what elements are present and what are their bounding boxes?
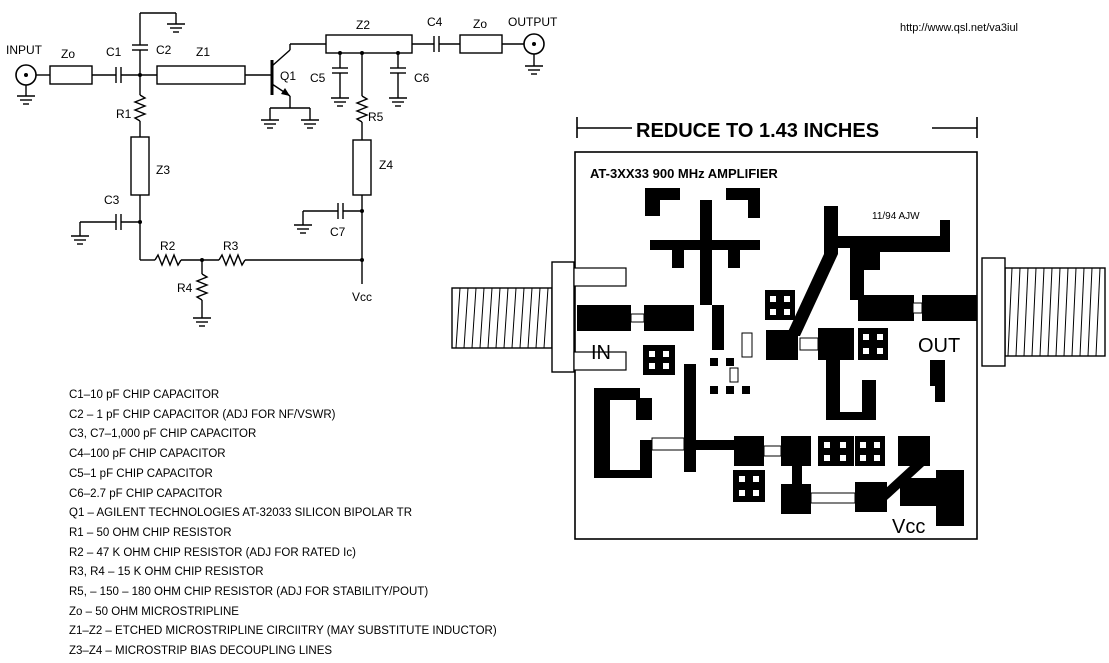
q1-label: Q1 — [280, 69, 296, 83]
parts-list-item: R2 – 47 K OHM CHIP RESISTOR (ADJ FOR RAT… — [69, 546, 356, 559]
output-label: OUTPUT — [508, 15, 558, 29]
zo-output-line — [459, 34, 503, 54]
reduce-note: REDUCE TO 1.43 INCHES — [636, 120, 879, 142]
parts-list-item: C4–100 pF CHIP CAPACITOR — [69, 448, 226, 461]
z3-line — [130, 136, 150, 196]
parts-list-item: R5, – 150 – 180 OHM CHIP RESISTOR (ADJ F… — [69, 586, 429, 599]
r5-label: R5 — [368, 110, 384, 124]
r1-label: R1 — [116, 107, 132, 121]
schematic: INPUT Zo C1 C2 Z1 — [6, 12, 558, 327]
capacitor-c4 — [433, 36, 440, 52]
copper-traces — [577, 188, 977, 526]
z1-line — [156, 65, 246, 85]
r3-label: R3 — [223, 239, 239, 253]
output-connector — [523, 33, 545, 75]
zo-input-label: Zo — [61, 47, 75, 61]
resistor-r5 — [355, 95, 369, 123]
parts-list-item: Q1 – AGILENT TECHNOLOGIES AT-32033 SILIC… — [69, 507, 413, 520]
pcb-title: AT-3XX33 900 MHz AMPLIFIER — [590, 166, 778, 181]
resistor-r1 — [133, 94, 147, 122]
zo-input-line — [49, 65, 93, 85]
c4-label: C4 — [427, 15, 443, 29]
pcb-layout: REDUCE TO 1.43 INCHES AT-3XX33 900 MHz A… — [451, 117, 1106, 540]
parts-list-item: Z1–Z2 – ETCHED MICROSTRIPLINE CIRCIITRY … — [69, 625, 497, 638]
pcb-out-label: OUT — [918, 335, 960, 357]
vcc-label: Vcc — [352, 290, 372, 304]
c1-label: C1 — [106, 45, 122, 59]
parts-list-item: C2 – 1 pF CHIP CAPACITOR (ADJ FOR NF/VSW… — [69, 408, 336, 421]
small-vias — [710, 358, 750, 394]
z2-line — [325, 34, 413, 54]
capacitor-c3 — [115, 214, 122, 230]
parts-list-item: R3, R4 – 15 K OHM CHIP RESISTOR — [69, 566, 264, 579]
capacitor-c2 — [132, 44, 148, 51]
capacitor-c1 — [115, 67, 122, 83]
r4-label: R4 — [177, 281, 193, 295]
zo-output-label: Zo — [473, 17, 487, 31]
parts-list-item: C6–2.7 pF CHIP CAPACITOR — [69, 487, 223, 500]
capacitor-c5 — [332, 67, 348, 74]
input-connector — [15, 64, 37, 105]
z4-label: Z4 — [379, 158, 393, 172]
parts-list-item: C1–10 pF CHIP CAPACITOR — [69, 389, 220, 401]
resistor-r2 — [154, 253, 182, 267]
c3-label: C3 — [104, 193, 120, 207]
parts-list: C1–10 pF CHIP CAPACITOR C2 – 1 pF CHIP C… — [69, 386, 497, 662]
pcb-date: 11/94 AJW — [872, 211, 920, 222]
parts-list-item: C5–1 pF CHIP CAPACITOR — [69, 467, 213, 480]
capacitor-c7 — [337, 203, 344, 219]
z2-label: Z2 — [356, 18, 370, 32]
c2-label: C2 — [156, 43, 172, 57]
parts-list-item: Zo – 50 OHM MICROSTRIPLINE — [69, 605, 239, 618]
input-label: INPUT — [6, 43, 43, 57]
transistor-q1 — [270, 49, 291, 97]
c5-label: C5 — [310, 71, 326, 85]
capacitor-c6 — [390, 67, 406, 74]
r2-label: R2 — [160, 239, 176, 253]
pcb-in-label: IN — [591, 342, 611, 364]
z3-label: Z3 — [156, 163, 170, 177]
resistor-r3 — [218, 253, 246, 267]
parts-list-item: C3, C7–1,000 pF CHIP CAPACITOR — [69, 428, 257, 441]
source-url: http://www.qsl.net/va3iul — [900, 22, 1019, 34]
z1-label: Z1 — [196, 45, 210, 59]
output-sma-connector — [981, 257, 1106, 367]
parts-list-item: R1 – 50 OHM CHIP RESISTOR — [69, 526, 232, 539]
parts-list-item: Z3–Z4 – MICROSTRIP BIAS DECOUPLING LINES — [69, 645, 333, 658]
c6-label: C6 — [414, 71, 430, 85]
pcb-vcc-label: Vcc — [892, 516, 925, 538]
resistor-r4 — [195, 273, 209, 301]
z4-line — [352, 139, 372, 196]
c7-label: C7 — [330, 225, 346, 239]
input-sma-connector — [451, 261, 627, 373]
